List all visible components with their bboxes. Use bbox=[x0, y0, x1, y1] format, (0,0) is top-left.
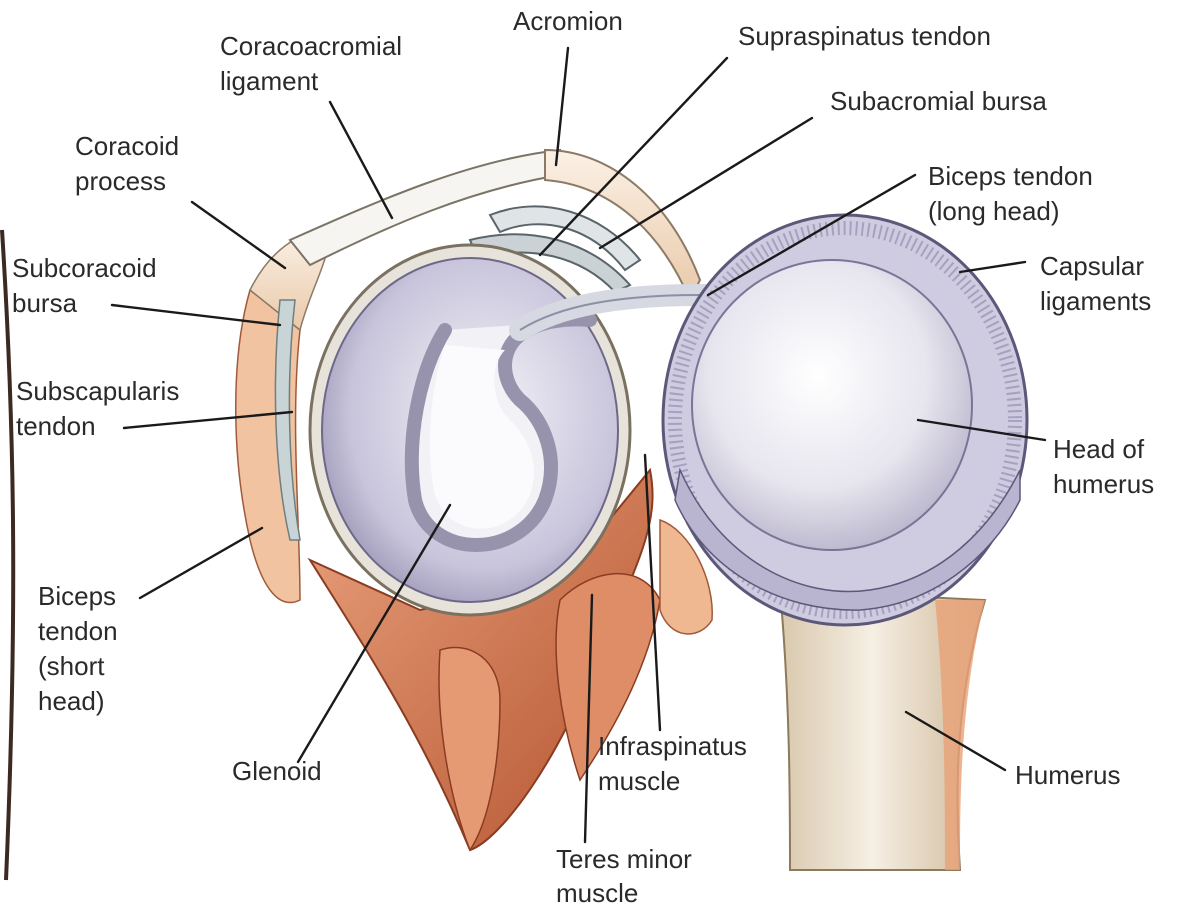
label-glenoid: Glenoid bbox=[232, 756, 322, 786]
label-coracoid-process: Coracoid process bbox=[75, 131, 186, 196]
label-humerus: Humerus bbox=[1015, 760, 1120, 790]
leader-coracoid-process bbox=[192, 202, 285, 268]
label-subacromial-bursa: Subacromial bursa bbox=[830, 86, 1047, 116]
label-supraspinatus-tendon: Supraspinatus tendon bbox=[738, 21, 991, 51]
label-acromion: Acromion bbox=[513, 6, 623, 36]
label-biceps-tendon-long-head: Biceps tendon (long head) bbox=[928, 161, 1100, 226]
humeral-head bbox=[692, 260, 972, 550]
label-teres-minor-muscle: Teres minor muscle bbox=[556, 844, 699, 908]
leader-capsular-ligaments bbox=[960, 262, 1025, 272]
leader-biceps-short-head bbox=[140, 528, 262, 598]
leader-acromion bbox=[556, 48, 568, 165]
edge-stroke bbox=[2, 230, 13, 880]
label-biceps-tendon-short-head: Biceps tendon (short head) bbox=[38, 581, 125, 716]
label-coracoacromial-ligament: Coracoacromial ligament bbox=[220, 31, 409, 96]
humerus-illustration bbox=[663, 215, 1027, 870]
leader-coracoacromial-ligament bbox=[330, 102, 392, 218]
label-infraspinatus-muscle: Infraspinatus muscle bbox=[598, 731, 754, 796]
label-subscapularis-tendon: Subscapularis tendon bbox=[16, 376, 187, 441]
label-head-of-humerus: Head of humerus bbox=[1053, 434, 1154, 499]
label-capsular-ligaments: Capsular ligaments bbox=[1040, 251, 1151, 316]
